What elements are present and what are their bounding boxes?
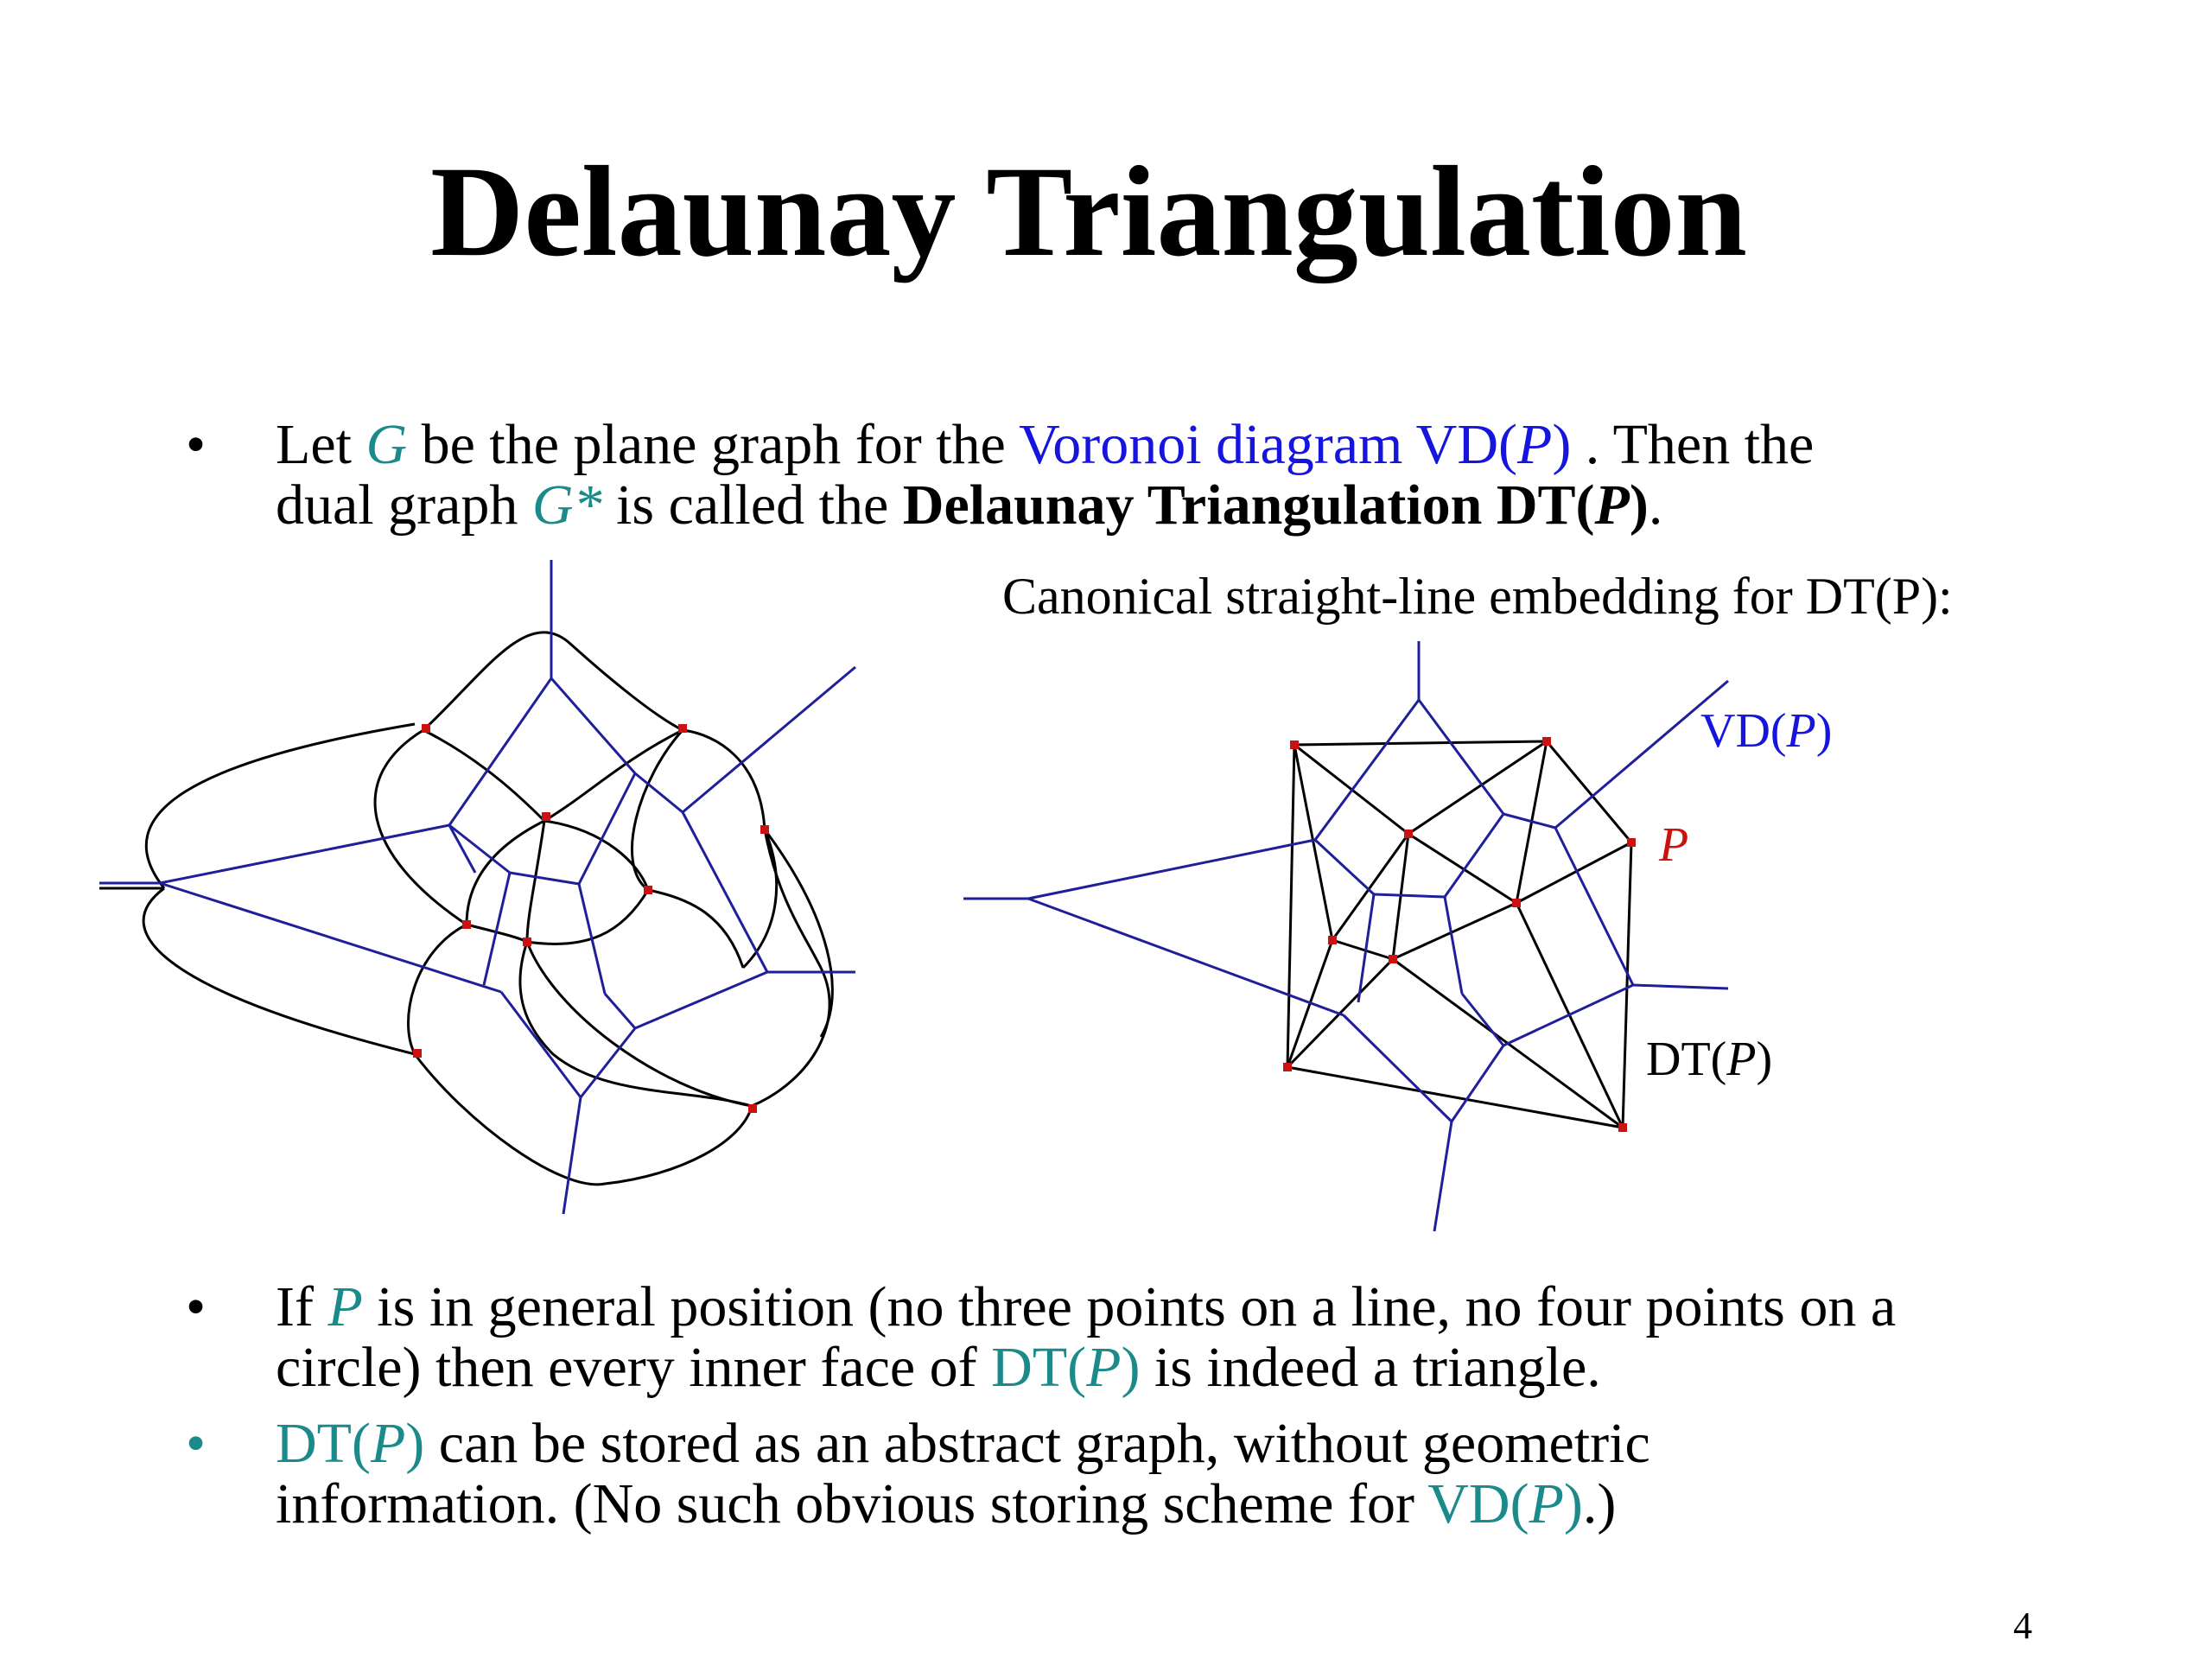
voronoi-term: Voronoi diagram VD(P) bbox=[1019, 413, 1571, 476]
text-run: Let bbox=[276, 413, 366, 476]
set-p: P bbox=[1786, 704, 1816, 758]
sites-left bbox=[413, 724, 769, 1113]
dt-term: DT(P) bbox=[991, 1336, 1140, 1399]
dual-graph-curved-edges bbox=[99, 631, 834, 1186]
set-p: P bbox=[1529, 1472, 1564, 1535]
figure-caption: Canonical straight-line embedding for DT… bbox=[1002, 568, 1953, 625]
graph-gstar: G* bbox=[531, 474, 602, 537]
voronoi-edges-left bbox=[99, 560, 856, 1215]
text-run: ) bbox=[1121, 1336, 1141, 1399]
text-run: DT( bbox=[991, 1336, 1087, 1399]
bullet-2-text: If P is in general position (no three po… bbox=[276, 1277, 2142, 1398]
dt-label: DT(P) bbox=[1646, 1035, 1772, 1084]
graph-g: G bbox=[365, 413, 408, 476]
text-run: information. (No such obvious storing sc… bbox=[276, 1472, 1428, 1535]
sites-right bbox=[1283, 737, 1636, 1132]
text-run: be the plane graph for the bbox=[407, 413, 1020, 476]
page-number: 4 bbox=[2013, 1605, 2032, 1647]
set-p: P bbox=[1516, 413, 1553, 476]
text-run: VD( bbox=[1700, 704, 1787, 758]
bullet-marker: • bbox=[186, 413, 207, 476]
text-run: DT( bbox=[1646, 1033, 1727, 1086]
bullet-marker: • bbox=[186, 1275, 207, 1338]
text-run: ) bbox=[1756, 1033, 1773, 1086]
text-run: ) bbox=[1563, 1472, 1583, 1535]
text-run: ) bbox=[405, 1412, 425, 1475]
set-p: P bbox=[1594, 474, 1630, 537]
delaunay-term: Delaunay Triangulation DT(P) bbox=[903, 474, 1649, 537]
slide-title: Delaunay Triangulation bbox=[430, 140, 1747, 283]
text-run: is indeed a triangle. bbox=[1140, 1336, 1601, 1399]
text-run: ) bbox=[1815, 704, 1833, 758]
set-p: P bbox=[370, 1412, 406, 1475]
text-run: can be stored as an abstract graph, with… bbox=[424, 1412, 1650, 1475]
bullet-1-text: Let G be the plane graph for the Voronoi… bbox=[276, 415, 2142, 536]
set-p: P bbox=[327, 1275, 363, 1338]
text-run: circle) then every inner face of bbox=[276, 1336, 992, 1399]
left-figure bbox=[99, 560, 856, 1215]
text-run: dual graph bbox=[276, 474, 532, 537]
vd-term: VD(P) bbox=[1427, 1472, 1583, 1535]
text-run: VD( bbox=[1427, 1472, 1529, 1535]
text-run: is in general position (no three points … bbox=[362, 1275, 1897, 1338]
bullet-marker: • bbox=[186, 1412, 207, 1475]
text-run: is called the bbox=[601, 474, 903, 537]
text-run: DT( bbox=[276, 1412, 371, 1475]
text-run: Delaunay Triangulation DT( bbox=[902, 474, 1595, 537]
vd-label: VD(P) bbox=[1700, 707, 1832, 755]
right-figure bbox=[963, 641, 1729, 1232]
set-p: P bbox=[1086, 1336, 1122, 1399]
text-run: ) bbox=[1552, 413, 1572, 476]
dt-term: DT(P) bbox=[276, 1412, 424, 1475]
text-run: .) bbox=[1582, 1472, 1617, 1535]
bullet-3-text: DT(P) can be stored as an abstract graph… bbox=[276, 1414, 2142, 1535]
set-p: P bbox=[1726, 1033, 1757, 1086]
text-run: . bbox=[1648, 474, 1663, 537]
voronoi-edges-right bbox=[963, 641, 1729, 1232]
text-run: ) bbox=[1629, 474, 1649, 537]
delaunay-edges bbox=[1286, 740, 1633, 1129]
text-run: . Then the bbox=[1571, 413, 1815, 476]
text-run: If bbox=[276, 1275, 328, 1338]
text-run: Voronoi diagram VD( bbox=[1019, 413, 1517, 476]
p-label: P bbox=[1659, 818, 1689, 872]
